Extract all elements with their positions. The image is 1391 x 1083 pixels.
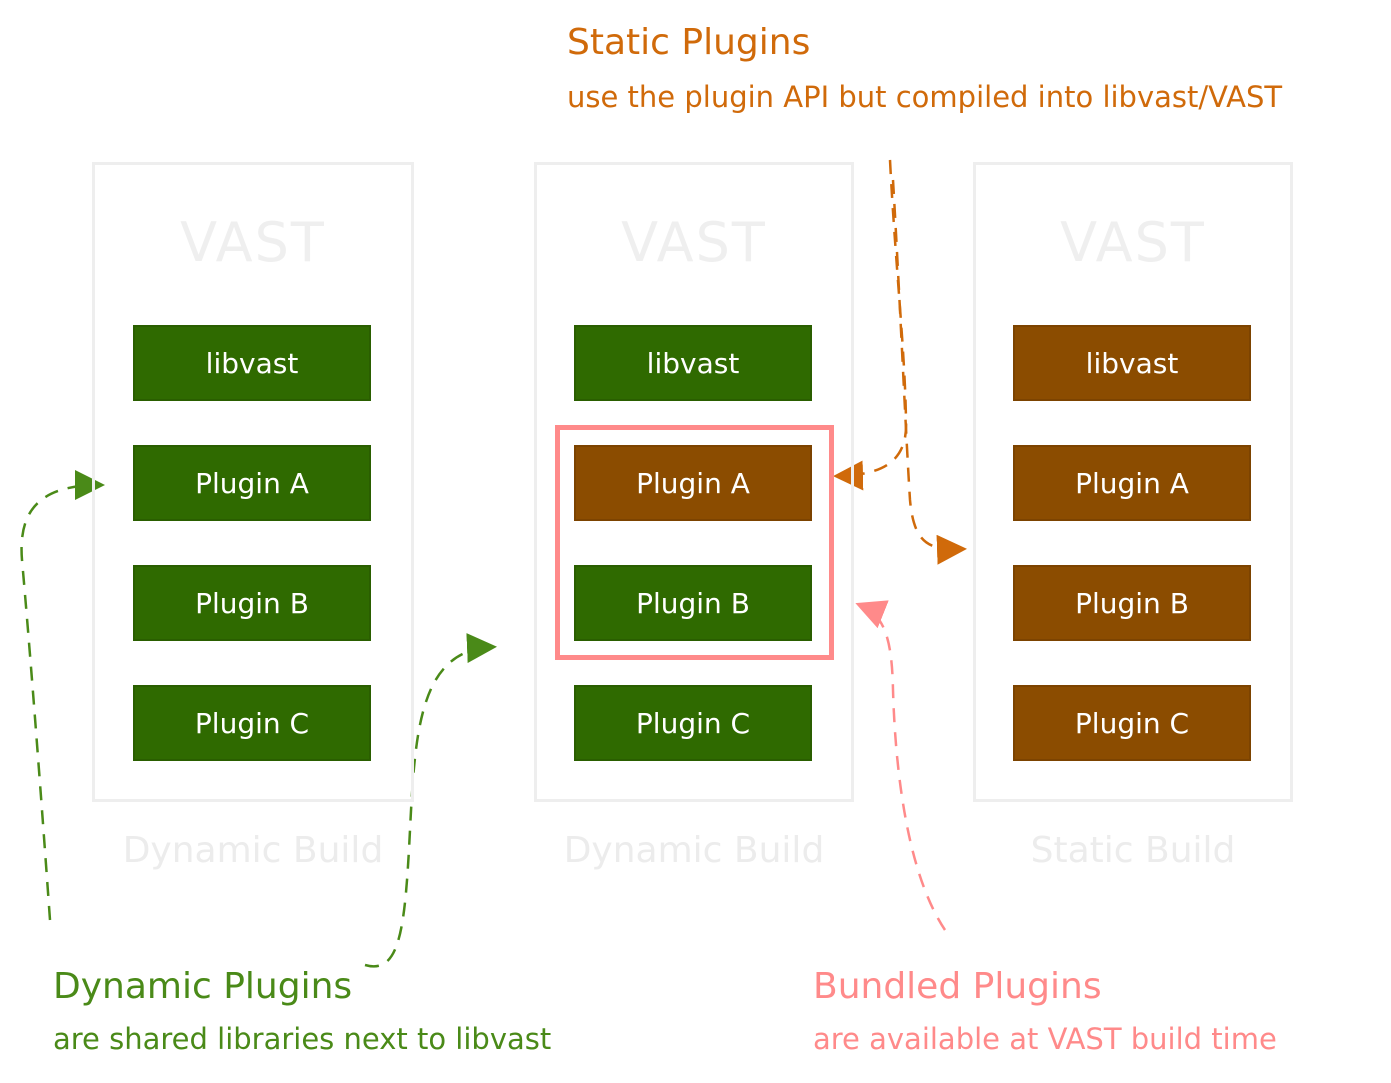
build-frame-2: VAST: [534, 162, 854, 802]
build-1-libvast: libvast: [133, 325, 371, 401]
component-label: Plugin C: [1074, 706, 1190, 740]
build-frame-3: VAST: [973, 162, 1293, 802]
static-plugins-title: Static Plugins: [567, 22, 811, 63]
component-label: Plugin C: [194, 706, 310, 740]
static-plugins-subtitle: use the plugin API but compiled into lib…: [567, 80, 1283, 114]
bundled-plugins-highlight: [555, 425, 834, 660]
build-3-plugin-b: Plugin B: [1013, 565, 1251, 641]
bundled-plugins-subtitle: are available at VAST build time: [813, 1022, 1277, 1056]
component-label: libvast: [646, 346, 740, 380]
build-3-libvast: libvast: [1013, 325, 1251, 401]
dynamic-arrow-to-first-build: [20, 470, 105, 921]
build-1-plugin-a: Plugin A: [133, 445, 371, 521]
build-1-plugin-b: Plugin B: [133, 565, 371, 641]
build-2-title: VAST: [621, 211, 767, 274]
component-label: Plugin B: [195, 586, 309, 620]
dynamic-plugins-title: Dynamic Plugins: [53, 966, 353, 1007]
component-label: Plugin C: [635, 706, 751, 740]
build-frame-1: VAST: [92, 162, 414, 802]
static-arrow-to-third-build: [891, 179, 967, 565]
dynamic-plugins-subtitle: are shared libraries next to libvast: [53, 1022, 552, 1056]
build-2-plugin-a: Plugin A: [574, 445, 812, 521]
component-label: Plugin B: [1075, 586, 1189, 620]
component-label: Plugin A: [636, 466, 750, 500]
build-3-title: VAST: [1060, 211, 1206, 274]
build-2-libvast: libvast: [574, 325, 812, 401]
build-2-plugin-c: Plugin C: [574, 685, 812, 761]
dynamic-arrow-to-second-build: [364, 633, 497, 968]
build-2-plugin-b: Plugin B: [574, 565, 812, 641]
component-label: libvast: [1085, 346, 1179, 380]
component-label: libvast: [205, 346, 299, 380]
bundled-arrow: [855, 600, 947, 931]
build-1-title: VAST: [180, 211, 326, 274]
static-arrow-to-second-build: [833, 159, 908, 491]
build-2-label: Dynamic Build: [563, 830, 825, 871]
build-1-plugin-c: Plugin C: [133, 685, 371, 761]
build-3-plugin-a: Plugin A: [1013, 445, 1251, 521]
component-label: Plugin B: [636, 586, 750, 620]
component-label: Plugin A: [1075, 466, 1189, 500]
build-1-label: Dynamic Build: [122, 830, 384, 871]
bundled-plugins-title: Bundled Plugins: [813, 966, 1102, 1007]
build-3-label: Static Build: [1030, 830, 1236, 871]
build-3-plugin-c: Plugin C: [1013, 685, 1251, 761]
component-label: Plugin A: [195, 466, 309, 500]
